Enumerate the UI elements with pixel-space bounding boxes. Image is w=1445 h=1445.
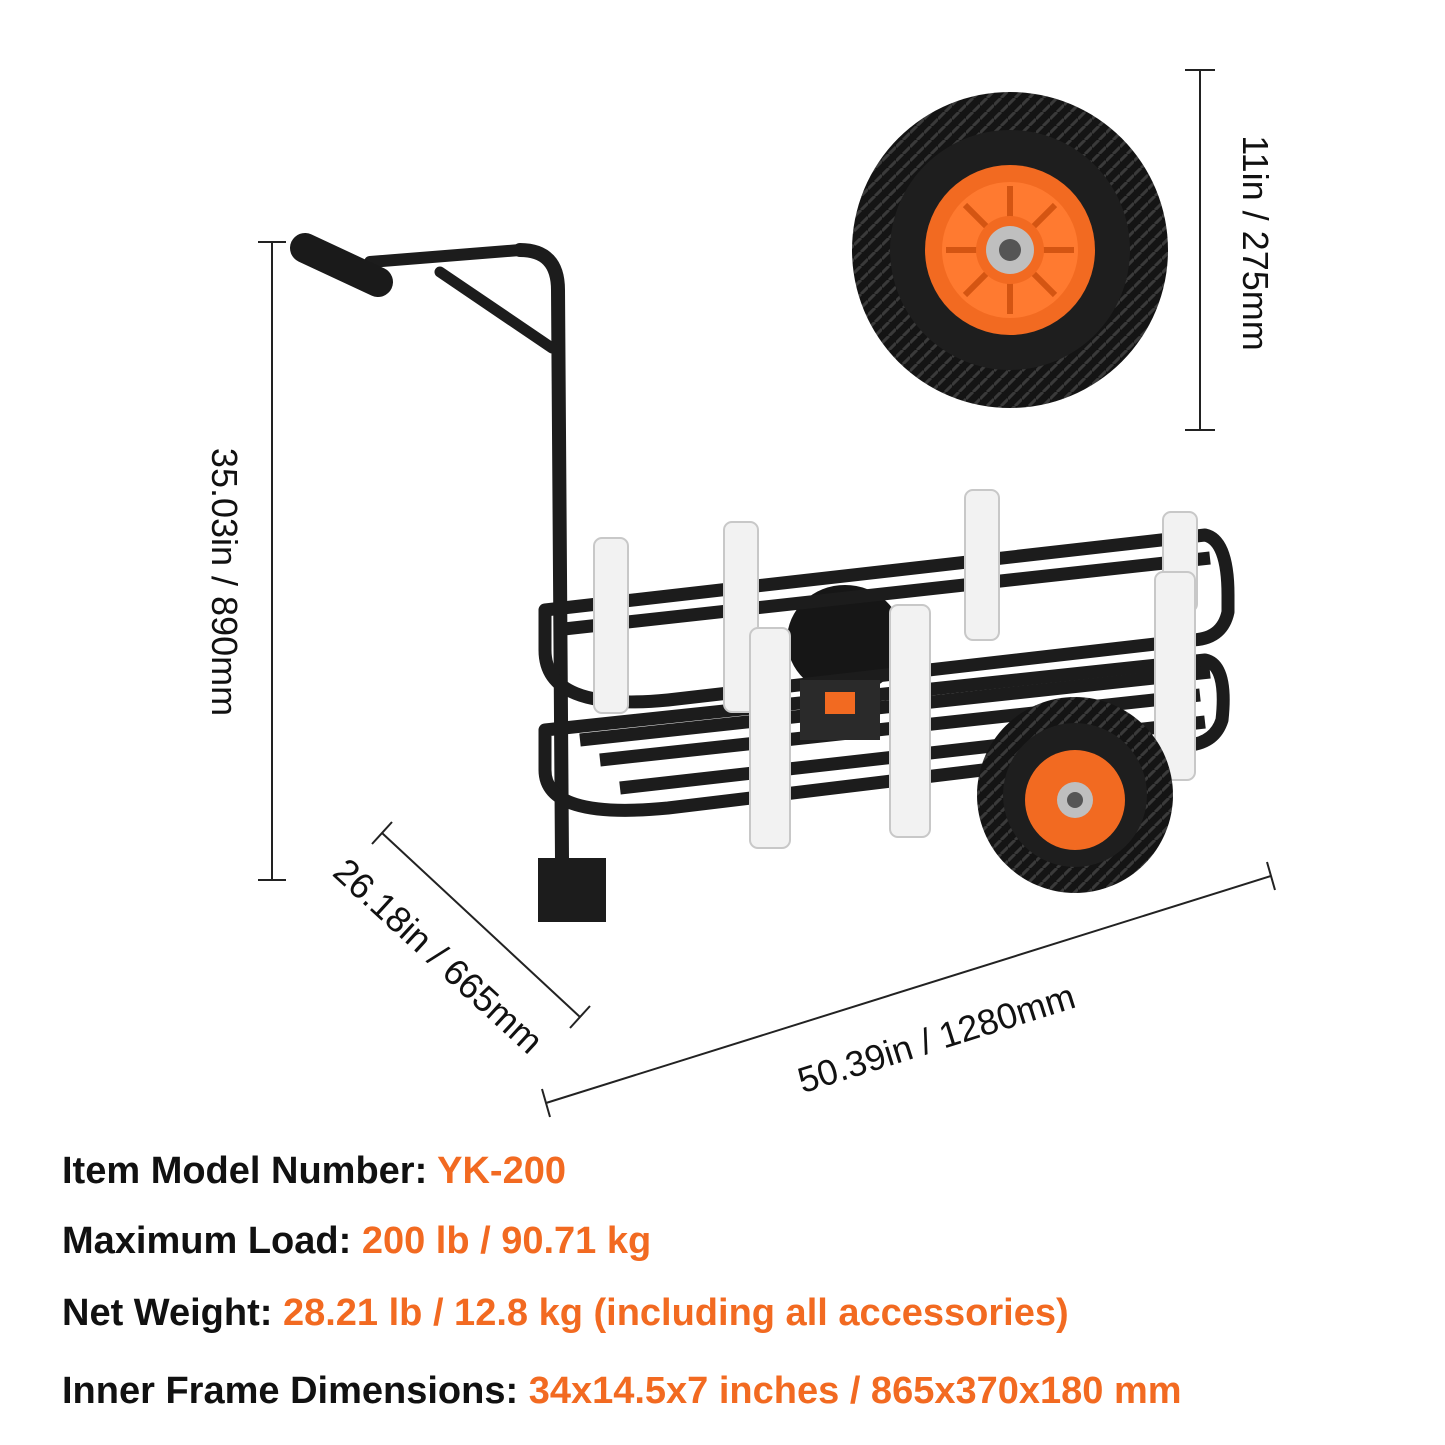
cart-front-wheel	[977, 697, 1173, 893]
cart-upper-rail	[538, 528, 1235, 709]
spec-inner-value: 34x14.5x7 inches / 865x370x180 mm	[528, 1370, 1182, 1412]
rod-holder	[749, 627, 791, 849]
length-dimension-line	[541, 861, 1276, 1118]
width-dimension-line	[371, 821, 591, 1029]
spec-model-number: Item Model Number: YK-200	[62, 1150, 566, 1193]
height-dimension-line	[258, 241, 286, 881]
spec-model-label: Item Model Number:	[62, 1150, 428, 1192]
rod-holder	[1154, 571, 1196, 781]
height-dimension-label: 35.03in / 890mm	[204, 448, 245, 716]
fishing-cart	[290, 233, 1235, 922]
spec-net-label: Net Weight:	[62, 1292, 273, 1334]
spec-inner-label: Inner Frame Dimensions:	[62, 1370, 519, 1412]
rod-holder	[889, 604, 931, 838]
rod-holder	[593, 537, 629, 714]
spec-net-value: 28.21 lb / 12.8 kg (including all access…	[282, 1292, 1069, 1334]
spec-load-label: Maximum Load:	[62, 1220, 352, 1262]
cart-back-wheel	[787, 585, 903, 695]
spec-net-weight: Net Weight: 28.21 lb / 12.8 kg (includin…	[62, 1292, 1069, 1335]
spec-model-value: YK-200	[437, 1150, 566, 1192]
width-dimension-label: 26.18in / 665mm	[326, 850, 551, 1061]
spec-load-value: 200 lb / 90.71 kg	[361, 1220, 652, 1262]
rod-holder	[964, 489, 1000, 641]
length-dimension-label: 50.39in / 1280mm	[793, 975, 1080, 1101]
spec-maximum-load: Maximum Load: 200 lb / 90.71 kg	[62, 1220, 651, 1263]
wheel-closeup	[852, 92, 1168, 408]
cart-handle	[364, 243, 569, 867]
spec-inner-frame-dimensions: Inner Frame Dimensions: 34x14.5x7 inches…	[62, 1370, 1182, 1413]
cart-foot-stand	[538, 858, 606, 922]
rod-holders	[593, 489, 1198, 849]
wheel-dimension-label: 11in / 275mm	[1235, 135, 1276, 350]
wheel-dimension-line	[1185, 69, 1215, 431]
handle-grip	[290, 233, 393, 297]
